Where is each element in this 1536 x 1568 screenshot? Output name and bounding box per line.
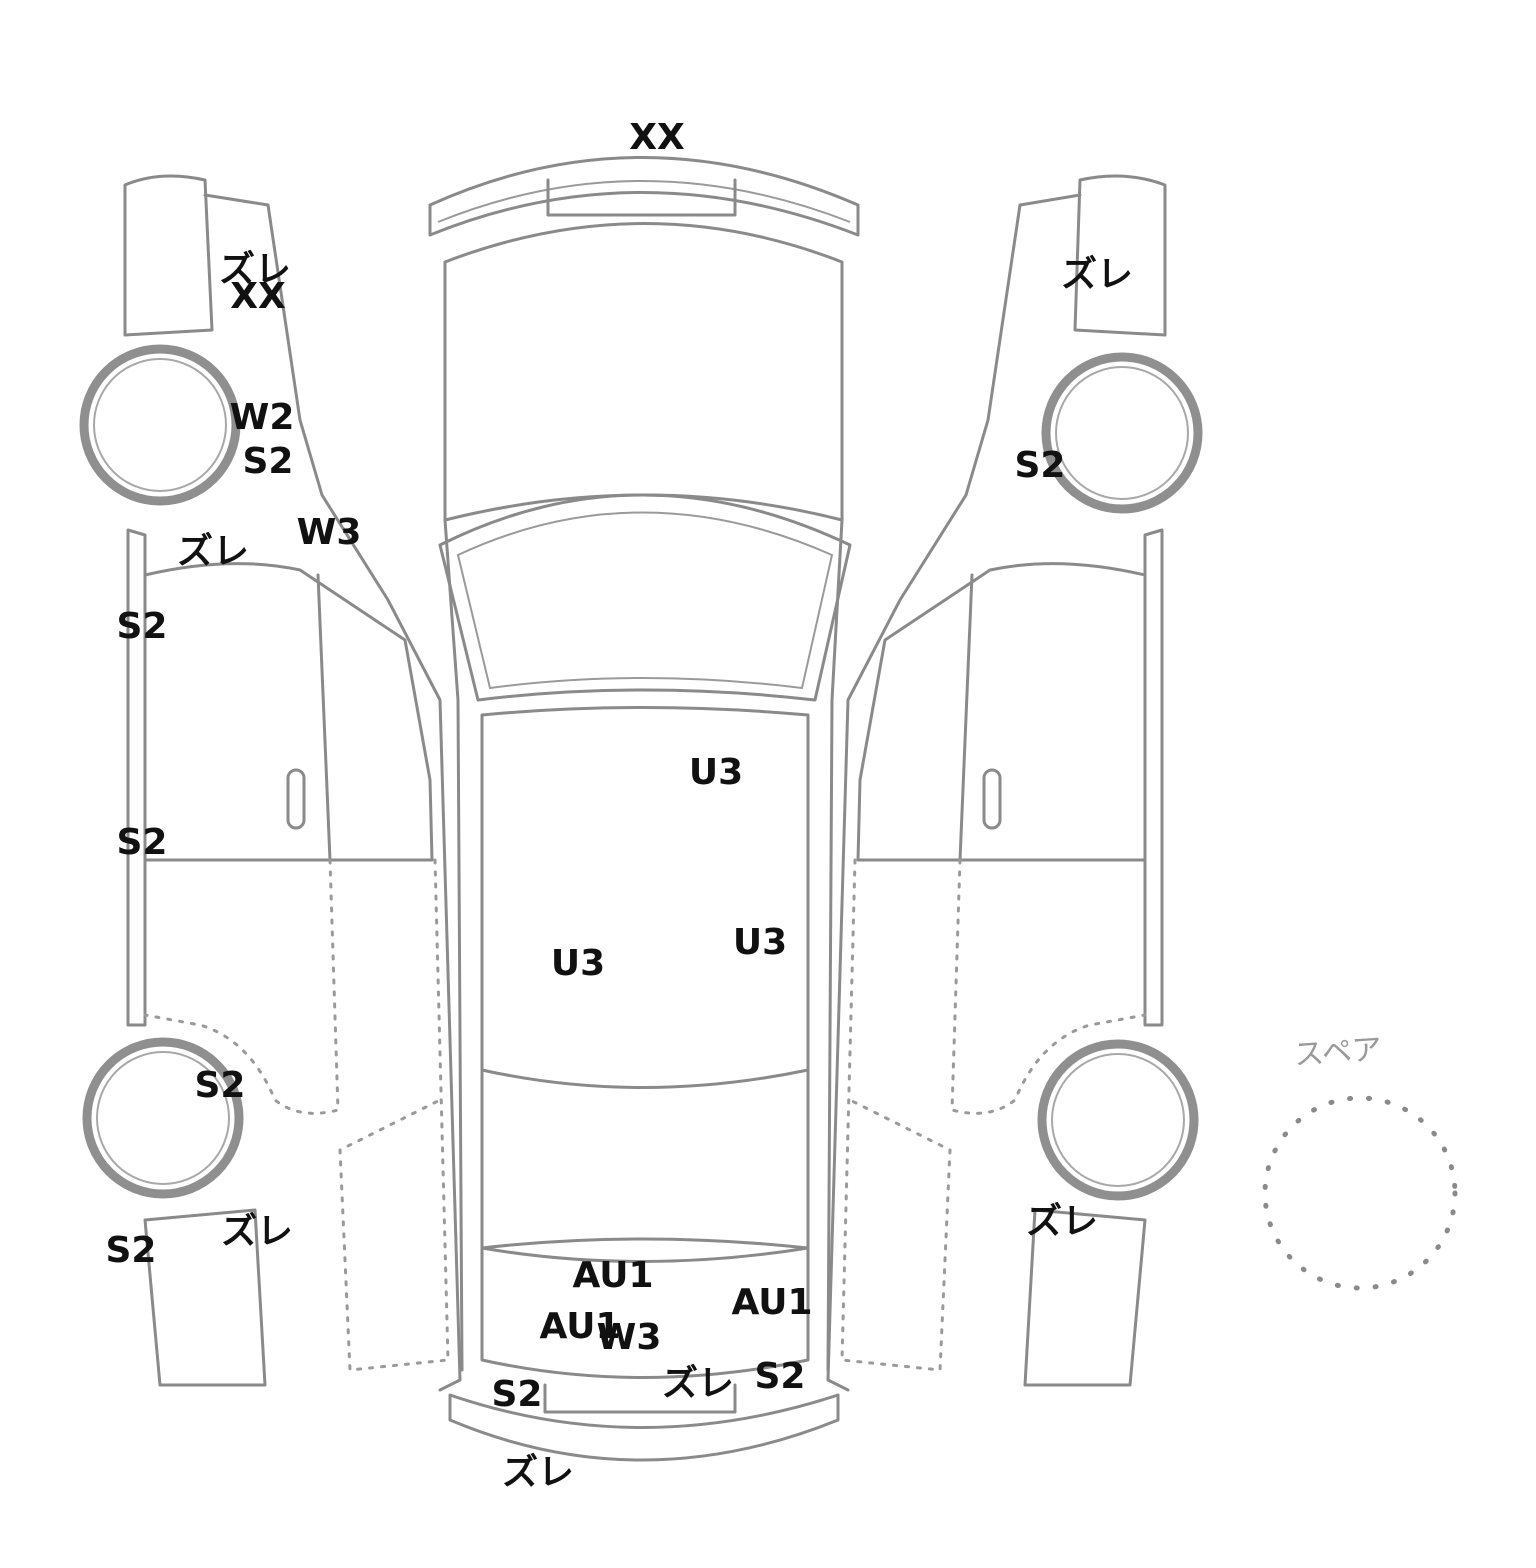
rear-plate-shape <box>543 1383 737 1414</box>
right-rear-tire <box>1037 1039 1199 1201</box>
spare-tire-label: スペア <box>1292 1031 1384 1074</box>
damage-mark-left-pillar-w3: W3 <box>296 512 362 553</box>
right-rear-tire-rim <box>1051 1053 1185 1187</box>
damage-mark-right-rear-misalignment: ズレ <box>1025 1201 1099 1242</box>
left-rocker-panel <box>126 528 147 1027</box>
right-door-post <box>958 573 974 862</box>
right-rocker-panel <box>1143 528 1164 1027</box>
front-grille-shape <box>546 178 737 217</box>
right-fender-shape <box>826 193 1082 1392</box>
damage-mark-roof-u3-left: U3 <box>550 943 606 984</box>
left-front-bumper-shape <box>123 174 214 337</box>
spare-tire-dotted-circle <box>1262 1095 1458 1291</box>
front-bumper-inner-line <box>437 180 851 223</box>
right-front-tire <box>1041 352 1203 514</box>
rear-window-line <box>480 1068 810 1089</box>
damage-mark-trunk-au1-left: AU1 <box>539 1306 621 1347</box>
damage-mark-left-front-wheel-s2: S2 <box>242 441 294 482</box>
left-front-tire <box>79 344 241 506</box>
damage-mark-left-rear-bumper-s2: S2 <box>105 1230 157 1271</box>
damage-mark-left-fender-misalignment: ズレ <box>218 249 292 290</box>
left-rear-tire-rim <box>96 1051 230 1185</box>
roof-shape <box>480 706 810 1250</box>
damage-mark-left-fender: XX <box>230 276 286 317</box>
top-left-body-side <box>443 518 464 1372</box>
damage-mark-right-fender-misalignment: ズレ <box>1060 254 1134 295</box>
left-front-tire-rim <box>93 358 227 492</box>
front-bumper-shape <box>428 156 860 237</box>
damage-mark-rear-s2-left: S2 <box>491 1374 543 1415</box>
damage-mark-trunk-w3: W3 <box>596 1317 662 1358</box>
car-top-view <box>428 156 860 1462</box>
damage-mark-left-rear-misalignment: ズレ <box>220 1211 294 1252</box>
left-rear-bumper-shape <box>143 1208 267 1387</box>
left-rear-quarter-dashed <box>338 858 450 1372</box>
damage-mark-trunk-au1-right: AU1 <box>731 1282 813 1323</box>
damage-mark-roof-u3-upper: U3 <box>688 752 744 793</box>
windshield-inner <box>456 511 834 690</box>
damage-mark-left-rear-door-s2: S2 <box>116 822 168 863</box>
damage-mark-left-front-wheel-w2: W2 <box>229 397 295 438</box>
trunk-shape <box>480 1246 810 1379</box>
left-rear-tire <box>82 1037 244 1199</box>
left-fender-shape <box>203 193 462 1392</box>
windshield-outer <box>438 493 852 702</box>
right-front-door-shape <box>856 562 1147 862</box>
damage-mark-front-bumper: XX <box>629 117 685 158</box>
damage-mark-trunk-au1-top: AU1 <box>572 1255 654 1296</box>
damage-mark-left-rear-wheel-s2: S2 <box>194 1065 246 1106</box>
right-front-tire-rim <box>1055 366 1189 500</box>
damage-mark-rear-misalignment-mid: ズレ <box>661 1363 735 1404</box>
car-left-side-view <box>79 174 462 1392</box>
hood-shape <box>443 222 844 522</box>
left-front-door-shape <box>143 562 434 862</box>
left-door-handle <box>286 768 306 830</box>
right-rear-door-dashed <box>950 858 1147 1115</box>
right-door-handle <box>982 768 1002 830</box>
damage-mark-rear-s2-right: S2 <box>754 1356 806 1397</box>
top-right-body-side <box>826 518 844 1372</box>
damage-mark-right-front-wheel-s2: S2 <box>1014 445 1066 486</box>
right-front-bumper-shape <box>1073 174 1167 337</box>
left-door-post <box>316 573 332 862</box>
right-rear-quarter-dashed <box>840 858 952 1372</box>
damage-mark-left-front-door-s2: S2 <box>116 606 168 647</box>
trunk-lid-line <box>480 1246 810 1263</box>
damage-mark-roof-u3-right: U3 <box>732 922 788 963</box>
damage-mark-rear-bumper-misalignment: ズレ <box>501 1452 575 1493</box>
right-rear-bumper-shape <box>1023 1208 1147 1387</box>
rear-bumper-shape <box>448 1393 840 1462</box>
left-rear-door-dashed <box>143 858 340 1115</box>
damage-mark-left-door-top-misalignment: ズレ <box>176 531 250 572</box>
car-right-side-view <box>826 174 1203 1392</box>
